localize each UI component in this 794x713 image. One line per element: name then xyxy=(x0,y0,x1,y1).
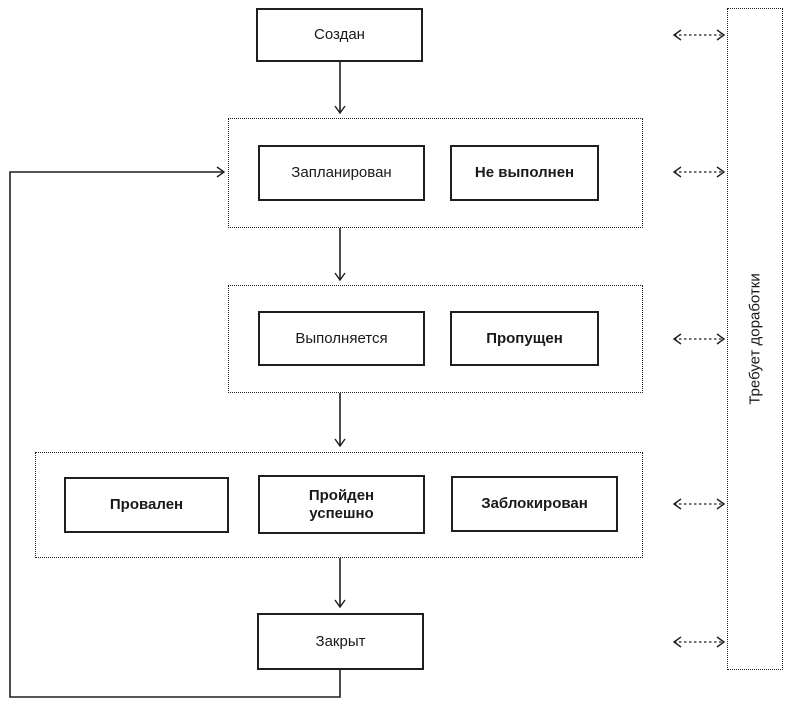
node-failed: Провален xyxy=(64,477,229,533)
node-not-executed-label: Не выполнен xyxy=(474,164,575,181)
node-closed: Закрыт xyxy=(257,613,424,670)
node-passed: Пройден успешно xyxy=(258,475,425,534)
rework-panel-label: Требует доработки xyxy=(746,273,764,405)
node-in-progress: Выполняется xyxy=(258,311,425,366)
node-blocked-label: Заблокирован xyxy=(481,495,588,512)
node-planned: Запланирован xyxy=(258,145,425,201)
group-planned-row: Запланирован Не выполнен xyxy=(228,118,643,228)
node-in-progress-label: Выполняется xyxy=(295,329,388,347)
node-not-executed: Не выполнен xyxy=(450,145,599,201)
node-closed-label: Закрыт xyxy=(315,632,366,650)
arrow-closed-feedback-loop xyxy=(9,166,341,698)
node-created: Создан xyxy=(256,8,423,62)
node-skipped: Пропущен xyxy=(450,311,599,366)
group-result-row: Провален Пройден успешно Заблокирован xyxy=(35,452,643,558)
rework-panel: Требует доработки xyxy=(727,8,783,670)
node-created-label: Создан xyxy=(314,26,365,43)
group-executing-row: Выполняется Пропущен xyxy=(228,285,643,393)
node-skipped-label: Пропущен xyxy=(486,329,563,347)
node-planned-label: Запланирован xyxy=(291,164,392,181)
node-failed-label: Провален xyxy=(109,496,184,513)
node-passed-label: Пройден успешно xyxy=(308,486,375,522)
node-blocked: Заблокирован xyxy=(451,476,618,532)
